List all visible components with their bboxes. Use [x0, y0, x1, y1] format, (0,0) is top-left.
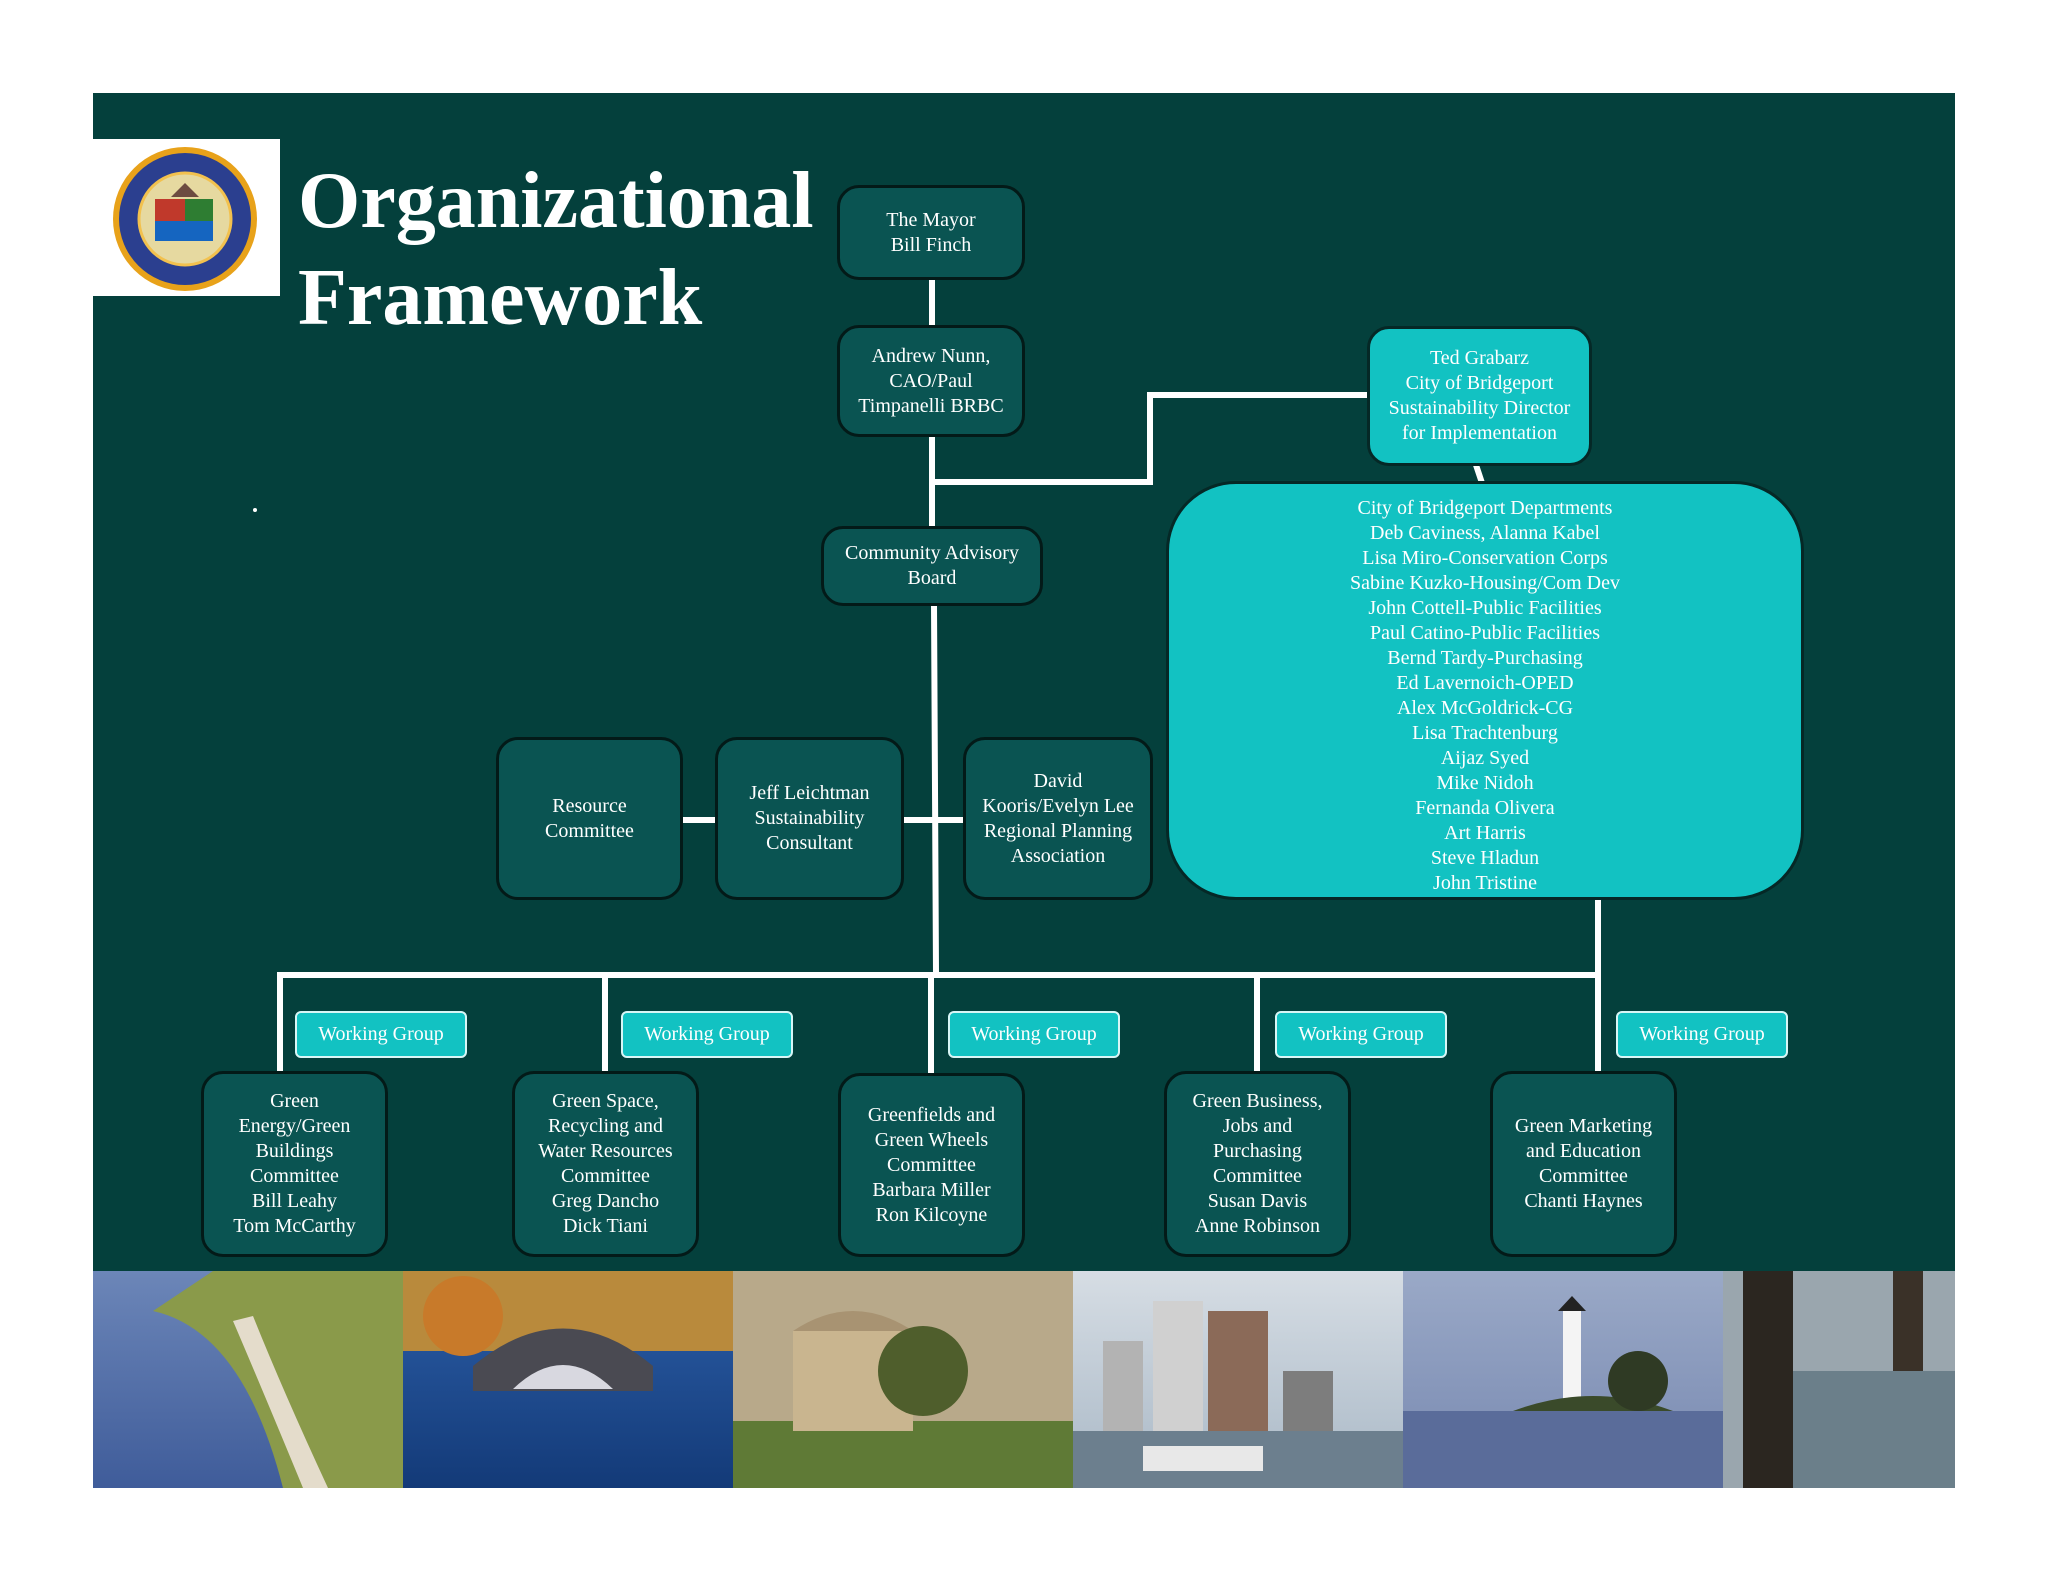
page-title: Organizational Framework: [298, 157, 814, 342]
node-mayor: The Mayor Bill Finch: [837, 185, 1025, 280]
photo-skyline: [1073, 1271, 1403, 1488]
working-group-label-1: Working Group: [295, 1011, 467, 1058]
line-advisory-trunk: [930, 600, 940, 977]
committee-green-energy: Green Energy/Green Buildings Committee B…: [201, 1071, 388, 1257]
department-member: Sabine Kuzko-Housing/Com Dev: [1350, 572, 1620, 594]
committee-green-space: Green Space, Recycling and Water Resourc…: [512, 1071, 699, 1257]
department-member: Steve Hladun: [1430, 847, 1540, 869]
photo-trees: [1723, 1271, 1955, 1488]
node-cao: Andrew Nunn, CAO/Paul Timpanelli BRBC: [837, 325, 1025, 437]
line-director-dept: [1472, 461, 1486, 487]
department-member: Bernd Tardy-Purchasing: [1387, 647, 1583, 669]
photo-bridge: [403, 1271, 733, 1488]
photo-beach: [93, 1271, 403, 1488]
node-sustainability-director: Ted Grabarz City of Bridgeport Sustainab…: [1367, 326, 1592, 466]
city-seal-logo: [93, 139, 280, 296]
department-member: Lisa Trachtenburg: [1412, 722, 1558, 744]
department-member: Aijaz Syed: [1440, 747, 1530, 769]
node-regional-planning: David Kooris/Evelyn Lee Regional Plannin…: [963, 737, 1153, 900]
department-member: Lisa Miro-Conservation Corps: [1362, 547, 1608, 569]
city-seal-icon: [113, 147, 257, 291]
department-member: Paul Catino-Public Facilities: [1370, 622, 1600, 644]
connector-lines: [277, 275, 1601, 1081]
line-director: [929, 392, 1370, 485]
working-group-label-5: Working Group: [1616, 1011, 1788, 1058]
department-member: Alex McGoldrick-CG: [1396, 697, 1574, 719]
committee-greenfields: Greenfields and Green Wheels Committee B…: [838, 1073, 1025, 1257]
node-community-advisory-board: Community Advisory Board: [821, 526, 1043, 606]
departments-heading: City of Bridgeport Departments: [1357, 497, 1613, 519]
committee-green-marketing: Green Marketing and Education Committee …: [1490, 1071, 1677, 1257]
department-member: Fernanda Olivera: [1415, 797, 1555, 819]
working-group-label-3: Working Group: [948, 1011, 1120, 1058]
department-member: Mike Nidoh: [1436, 772, 1534, 794]
working-group-label-4: Working Group: [1275, 1011, 1447, 1058]
node-sustainability-consultant: Jeff Leichtman Sustainability Consultant: [715, 737, 904, 900]
photo-lighthouse: [1403, 1271, 1723, 1488]
working-group-label-2: Working Group: [621, 1011, 793, 1058]
committee-green-business: Green Business, Jobs and Purchasing Comm…: [1164, 1071, 1351, 1257]
photo-building: [733, 1271, 1073, 1488]
photo-strip: [93, 1271, 1955, 1488]
department-member: John Tristine: [1433, 872, 1537, 894]
bullet-dot: [253, 508, 257, 512]
department-member: John Cottell-Public Facilities: [1368, 597, 1602, 619]
department-member: Deb Caviness, Alanna Kabel: [1370, 522, 1600, 544]
node-resource-committee: Resource Committee: [496, 737, 683, 900]
slide: Organizational Framework The Mayor Bill …: [93, 93, 1955, 1488]
department-member: Art Harris: [1444, 822, 1526, 844]
department-member: Ed Lavernoich-OPED: [1396, 672, 1574, 694]
